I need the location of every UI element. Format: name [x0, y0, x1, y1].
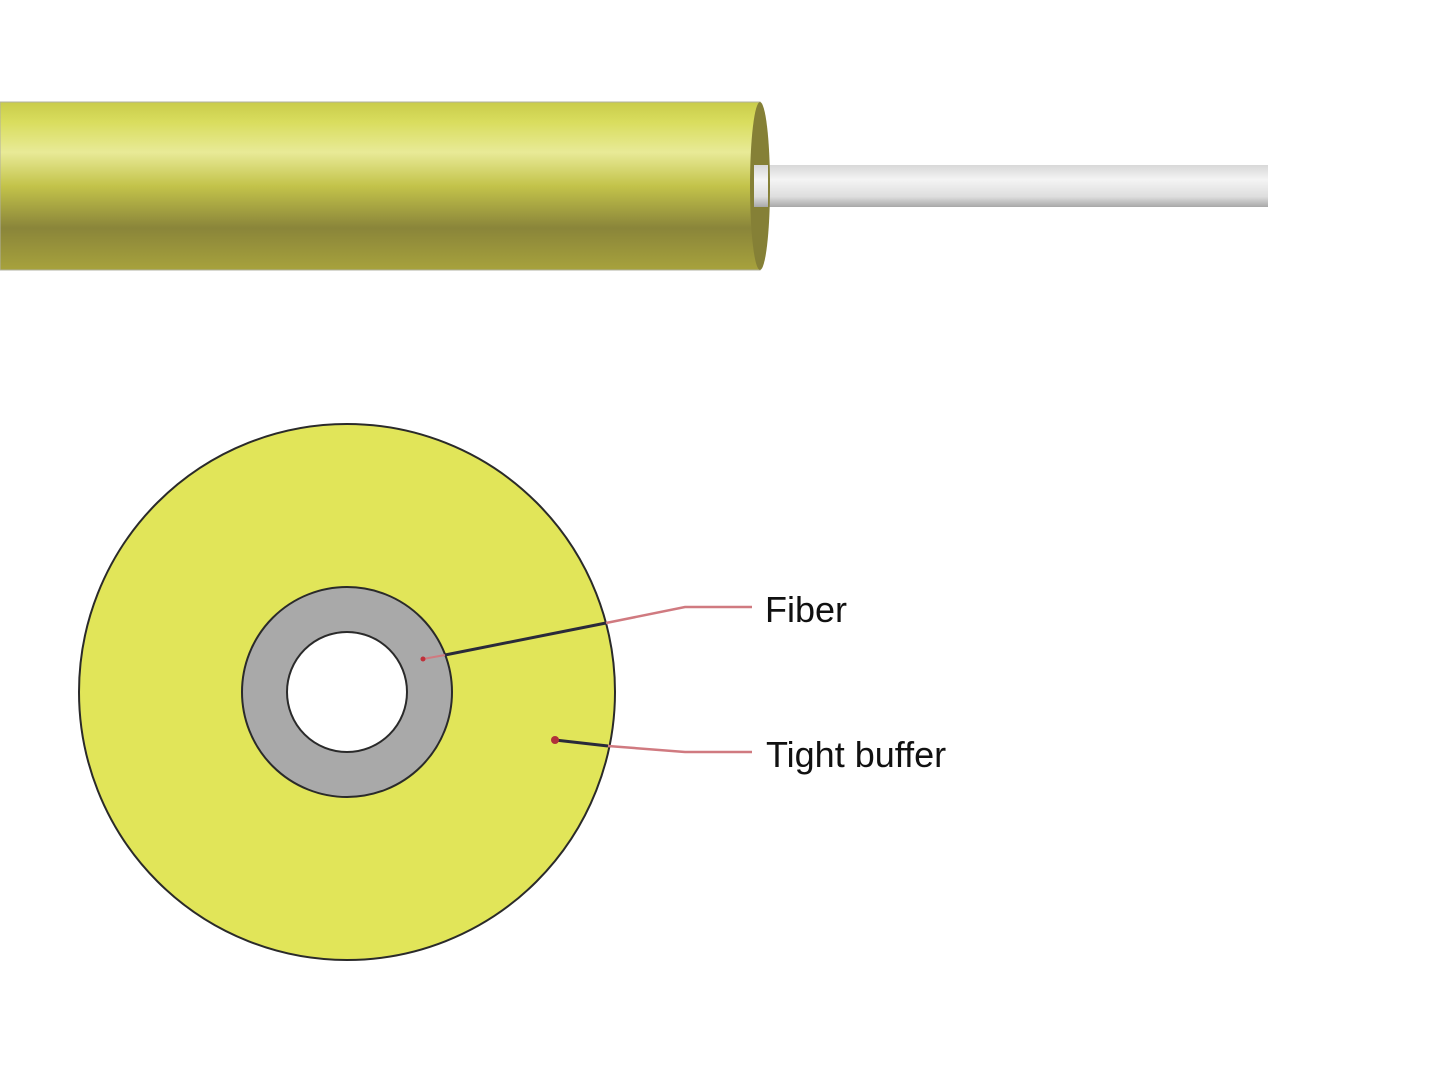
tight-buffer-jacket [0, 101, 761, 271]
tight-buffer-leader-line [551, 736, 752, 754]
fiber-core [286, 631, 408, 753]
cable-side-view [0, 101, 1268, 271]
fiber-strand [752, 165, 1268, 207]
fiber-strand-exit [754, 165, 768, 207]
fiber-leader-line [420, 605, 752, 662]
cable-cross-section [78, 423, 616, 961]
fiber-label: Fiber [765, 589, 848, 630]
tight-buffer-label: Tight buffer [766, 734, 947, 775]
